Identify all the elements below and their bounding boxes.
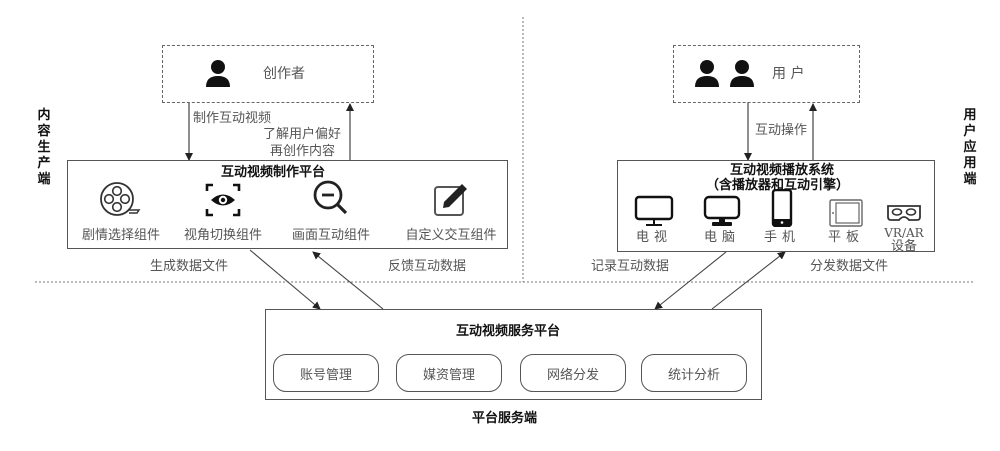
monitor-icon xyxy=(703,195,741,231)
device-tv: 电视 xyxy=(628,195,680,245)
component-view-switch: 视角切换组件 xyxy=(178,179,268,243)
component-label: 画面互动组件 xyxy=(291,228,370,243)
component-label: 剧情选择组件 xyxy=(81,228,160,243)
film-reel-icon xyxy=(99,181,143,221)
component-frame-interact: 画面互动组件 xyxy=(286,179,376,243)
flow-label-generate-data: 生成数据文件 xyxy=(150,259,229,274)
flow-label-learn-preference-1: 了解用户偏好 xyxy=(263,127,342,142)
flow-label-distribute-file: 分发数据文件 xyxy=(810,259,889,274)
arrow-distribute-file xyxy=(711,251,786,310)
device-vr-ar: VR/AR 设备 xyxy=(878,195,930,253)
user-label: 用 户 xyxy=(772,66,805,82)
zoom-out-icon xyxy=(312,179,350,221)
device-phone: 手机 xyxy=(756,188,808,245)
tablet-icon xyxy=(829,199,863,231)
region-label-platform-service: 平台服务端 xyxy=(472,411,538,426)
module-account: 账号管理 xyxy=(273,354,379,392)
production-platform-title: 互动视频制作平台 xyxy=(221,165,326,180)
component-plot-select: 剧情选择组件 xyxy=(76,179,166,243)
service-platform-box: 互动视频服务平台 xyxy=(265,309,762,400)
production-platform-box: 互动视频制作平台 剧情选择组件 视角切换组件 画面互动组件 自定义交互组件 xyxy=(67,160,508,249)
arrow-feedback-data xyxy=(312,251,384,310)
flow-label-feedback-data: 反馈互动数据 xyxy=(388,259,467,274)
user-box: 用 户 xyxy=(673,45,860,103)
flow-label-learn-preference-2: 再创作内容 xyxy=(270,144,336,159)
flow-label-interact-op: 互动操作 xyxy=(755,123,808,138)
module-distribution: 网络分发 xyxy=(520,354,626,392)
module-statistics: 统计分析 xyxy=(641,354,747,392)
region-label-content-production: 内容生产端 xyxy=(37,108,51,187)
edit-pencil-icon xyxy=(433,181,469,221)
person-icon xyxy=(205,59,231,91)
arrow-generate-data xyxy=(249,249,321,310)
playback-system-subtitle: （含播放器和互动引擎） xyxy=(706,178,850,193)
component-custom-interact: 自定义交互组件 xyxy=(399,179,503,243)
device-tablet: 平板 xyxy=(820,195,872,245)
eye-focus-icon xyxy=(205,183,241,221)
device-label: 手机 xyxy=(763,230,800,245)
component-label: 视角切换组件 xyxy=(183,228,262,243)
device-label-line2: 设备 xyxy=(890,239,917,254)
component-label: 自定义交互组件 xyxy=(405,228,497,243)
flow-label-make-video: 制作互动视频 xyxy=(193,111,272,126)
phone-icon xyxy=(771,188,793,231)
creator-label: 创作者 xyxy=(263,66,305,82)
device-label: 电视 xyxy=(635,230,672,245)
vr-headset-icon xyxy=(885,203,923,227)
creator-box: 创作者 xyxy=(162,45,374,103)
region-label-user-application: 用户应用端 xyxy=(963,108,977,187)
device-label: 电脑 xyxy=(703,230,740,245)
tv-icon xyxy=(634,195,674,231)
device-label-line1: VR/AR xyxy=(884,226,924,240)
playback-system-title: 互动视频播放系统 xyxy=(730,163,835,178)
module-media-assets: 媒资管理 xyxy=(396,354,502,392)
two-persons-icon xyxy=(694,59,756,91)
service-platform-title: 互动视频服务平台 xyxy=(456,324,561,339)
device-pc: 电脑 xyxy=(696,195,748,245)
flow-label-record-data: 记录互动数据 xyxy=(591,259,670,274)
device-label: 平板 xyxy=(827,230,864,245)
playback-system-box: 互动视频播放系统 （含播放器和互动引擎） 电视 电脑 手机 平板 VR/AR 设… xyxy=(617,160,935,253)
arrow-record-data xyxy=(654,251,727,310)
